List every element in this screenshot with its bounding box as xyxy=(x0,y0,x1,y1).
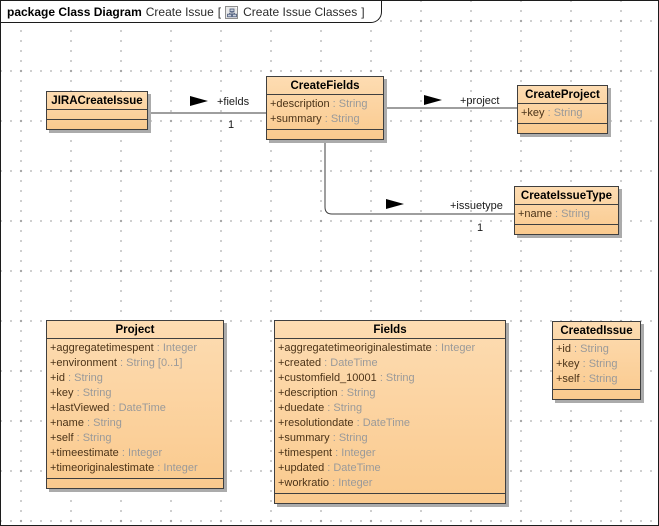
class-box-jiracreateissue[interactable]: JIRACreateIssue xyxy=(46,91,148,130)
direction-arrow-icon xyxy=(386,199,404,209)
association-multiplicity: 1 xyxy=(228,119,234,131)
attribute: +self : String xyxy=(50,432,112,444)
attribute: +timeoriginalestimate : Integer xyxy=(50,462,198,474)
bracket-open: [ xyxy=(217,4,222,19)
class-box-createproject[interactable]: CreateProject +key : String xyxy=(517,85,608,134)
attribute: +created : DateTime xyxy=(278,357,378,369)
association-multiplicity: 1 xyxy=(477,222,483,234)
class-name: Project xyxy=(47,321,223,339)
attribute: +updated : DateTime xyxy=(278,462,381,474)
operations-compartment xyxy=(47,120,147,129)
frame-diagram-name: Create Issue xyxy=(145,4,214,19)
attribute: +timespent : Integer xyxy=(278,447,376,459)
attribute: +id : String xyxy=(556,343,609,355)
class-box-createfields[interactable]: CreateFields +description : String +summar… xyxy=(266,76,384,140)
association-role-label: +issuetype xyxy=(450,200,503,212)
attributes-compartment: +aggregatetimespent : Integer +environmen… xyxy=(47,339,223,479)
class-name: JIRACreateIssue xyxy=(47,92,147,110)
class-name: CreateProject xyxy=(518,86,607,104)
attribute: +key : String xyxy=(521,107,583,119)
operations-compartment xyxy=(47,479,223,488)
frame-kind-label: package Class Diagram xyxy=(7,4,142,19)
attribute: +aggregatetimeoriginalestimate : Integer xyxy=(278,342,476,354)
diagram-frame-heading[interactable]: package Class Diagram Create Issue [ Cre… xyxy=(1,1,382,23)
attribute: +timeestimate : Integer xyxy=(50,447,163,459)
attribute: +key : String xyxy=(556,358,618,370)
class-name: Fields xyxy=(275,321,505,339)
class-name: CreateFields xyxy=(267,77,383,95)
operations-compartment xyxy=(267,130,383,139)
association-role-label: +fields xyxy=(217,96,250,108)
class-diagram-icon xyxy=(225,5,239,19)
operations-compartment xyxy=(553,390,640,399)
attributes-compartment: +id : String +key : String +self : String xyxy=(553,340,640,390)
attribute: +name : String xyxy=(518,208,590,220)
class-name: CreatedIssue xyxy=(553,322,640,340)
attribute: +self : String xyxy=(556,373,618,385)
class-box-fields[interactable]: Fields+aggregatetimeoriginalestimate : I… xyxy=(274,320,506,504)
association-issuetype[interactable] xyxy=(324,136,517,215)
class-box-project[interactable]: Project +aggregatetimespent : Integer +env… xyxy=(46,320,224,489)
attribute: +summary : String xyxy=(270,113,360,125)
attribute: +duedate : String xyxy=(278,402,363,414)
attributes-compartment xyxy=(47,110,147,120)
class-name: CreateIssueType xyxy=(515,187,618,205)
attribute: +name : String xyxy=(50,417,122,429)
attribute: +aggregatetimespent : Integer xyxy=(50,342,198,354)
attributes-compartment: +aggregatetimeoriginalestimate : Integer… xyxy=(275,339,505,494)
attribute: +resolutiondate : DateTime xyxy=(278,417,410,429)
direction-arrow-icon xyxy=(190,96,208,106)
class-box-createissuetype[interactable]: CreateIssueType +name : String xyxy=(514,186,619,235)
attribute: +lastViewed : DateTime xyxy=(50,402,166,414)
operations-compartment xyxy=(515,225,618,234)
operations-compartment xyxy=(518,124,607,133)
attribute: +id : String xyxy=(50,372,103,384)
attribute: +key : String xyxy=(50,387,112,399)
direction-arrow-icon xyxy=(424,95,442,105)
attribute: +environment : String [0..1] xyxy=(50,357,183,369)
attributes-compartment: +name : String xyxy=(515,205,618,225)
attribute: +summary : String xyxy=(278,432,368,444)
attribute: +description : String xyxy=(270,98,368,110)
association-role-label: +project xyxy=(460,95,499,107)
attribute: +customfield_10001 : String xyxy=(278,372,415,384)
operations-compartment xyxy=(275,494,505,503)
attribute: +description : String xyxy=(278,387,376,399)
bracket-close: ] xyxy=(361,4,365,19)
attribute: +workratio : Integer xyxy=(278,477,373,489)
attributes-compartment: +description : String +summary : String xyxy=(267,95,383,130)
attributes-compartment: +key : String xyxy=(518,104,607,124)
class-box-createdissue[interactable]: CreatedIssue +id : String +key : String +se… xyxy=(552,321,641,400)
frame-reference-name: Create Issue Classes xyxy=(243,4,358,19)
